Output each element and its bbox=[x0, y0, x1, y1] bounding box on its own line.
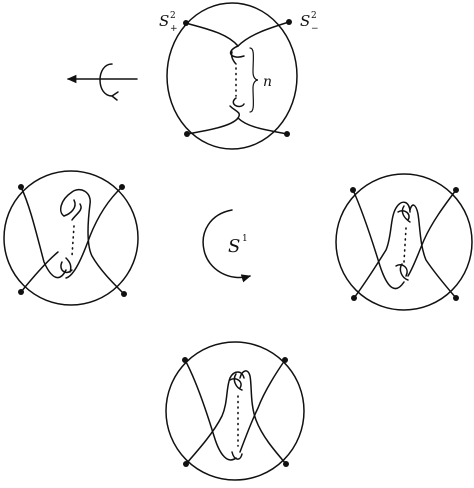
svg-text:S: S bbox=[228, 236, 240, 257]
s1-label: S 1 bbox=[228, 234, 248, 257]
left-twist-bottom bbox=[60, 257, 73, 274]
right-point-lr bbox=[453, 295, 459, 301]
bottom-point-ll bbox=[183, 461, 189, 467]
top-point-upper-right bbox=[286, 19, 292, 25]
right-twist-dots bbox=[403, 227, 407, 263]
svg-text:+: + bbox=[170, 24, 178, 34]
left-boundary-circle bbox=[3, 170, 139, 306]
bottom-boundary-circle bbox=[165, 341, 305, 481]
bottom-knot-disk bbox=[165, 341, 305, 481]
right-point-ur bbox=[453, 187, 459, 193]
right-boundary-circle bbox=[335, 173, 473, 311]
left-strand-b bbox=[65, 186, 123, 279]
left-twist-top bbox=[63, 199, 82, 221]
svg-text:−: − bbox=[311, 24, 319, 34]
bottom-point-lr bbox=[283, 461, 289, 467]
svg-text:S: S bbox=[300, 12, 310, 30]
right-strand-a bbox=[352, 189, 405, 290]
twist-count-brace bbox=[249, 47, 259, 113]
right-twist-top bbox=[397, 205, 411, 223]
top-strand-lower-left bbox=[186, 117, 239, 135]
left-point-ll bbox=[18, 289, 24, 295]
s1-arc-arrow bbox=[202, 209, 252, 283]
right-strand-b bbox=[407, 189, 457, 277]
bottom-strand-d bbox=[239, 370, 287, 465]
bottom-twist-bottom bbox=[231, 451, 243, 460]
top-strand-upper-right bbox=[237, 21, 290, 47]
top-twist-lower bbox=[229, 97, 245, 119]
right-point-ul bbox=[350, 187, 356, 193]
svg-text:2: 2 bbox=[170, 11, 176, 21]
s-minus-label: S 2 − bbox=[300, 11, 319, 34]
left-strand-c bbox=[20, 251, 59, 293]
twist-count-n-label: n bbox=[263, 74, 272, 90]
top-strand-upper-left bbox=[185, 22, 239, 47]
svg-text:S: S bbox=[159, 12, 169, 30]
rotation-arc-head bbox=[111, 91, 119, 101]
rotation-axis-symbol bbox=[66, 63, 138, 101]
bottom-twist-top bbox=[229, 373, 243, 391]
top-knot-disk: n S 2 + S 2 − bbox=[159, 2, 319, 150]
right-strand-c bbox=[353, 201, 411, 299]
top-twist-upper bbox=[229, 45, 245, 65]
top-point-lower-right bbox=[284, 131, 290, 137]
bottom-point-ur bbox=[282, 357, 288, 363]
right-point-ll bbox=[351, 295, 357, 301]
left-knot-disk bbox=[3, 170, 139, 306]
bottom-strand-c bbox=[185, 371, 245, 465]
bottom-strand-a bbox=[184, 359, 237, 461]
left-point-ul bbox=[18, 184, 24, 190]
bottom-strand-b bbox=[239, 359, 286, 453]
rotation-arc bbox=[99, 63, 113, 97]
right-knot-disk bbox=[335, 173, 473, 311]
top-point-upper-left bbox=[183, 20, 189, 26]
s-plus-label: S 2 + bbox=[159, 11, 178, 34]
top-point-lower-left bbox=[184, 131, 190, 137]
svg-text:1: 1 bbox=[242, 234, 248, 244]
left-strand-a bbox=[20, 186, 67, 279]
top-strand-lower-right bbox=[237, 117, 288, 135]
s1-rotation-symbol: S 1 bbox=[202, 209, 252, 283]
left-point-ur bbox=[119, 184, 125, 190]
svg-text:2: 2 bbox=[311, 11, 317, 21]
left-strand-d bbox=[59, 188, 125, 295]
left-point-lr bbox=[121, 291, 127, 297]
left-twist-dots bbox=[71, 225, 75, 257]
bottom-point-ul bbox=[182, 357, 188, 363]
top-boundary-circle bbox=[166, 2, 298, 150]
right-twist-bottom bbox=[395, 263, 409, 281]
right-strand-d bbox=[409, 204, 457, 299]
